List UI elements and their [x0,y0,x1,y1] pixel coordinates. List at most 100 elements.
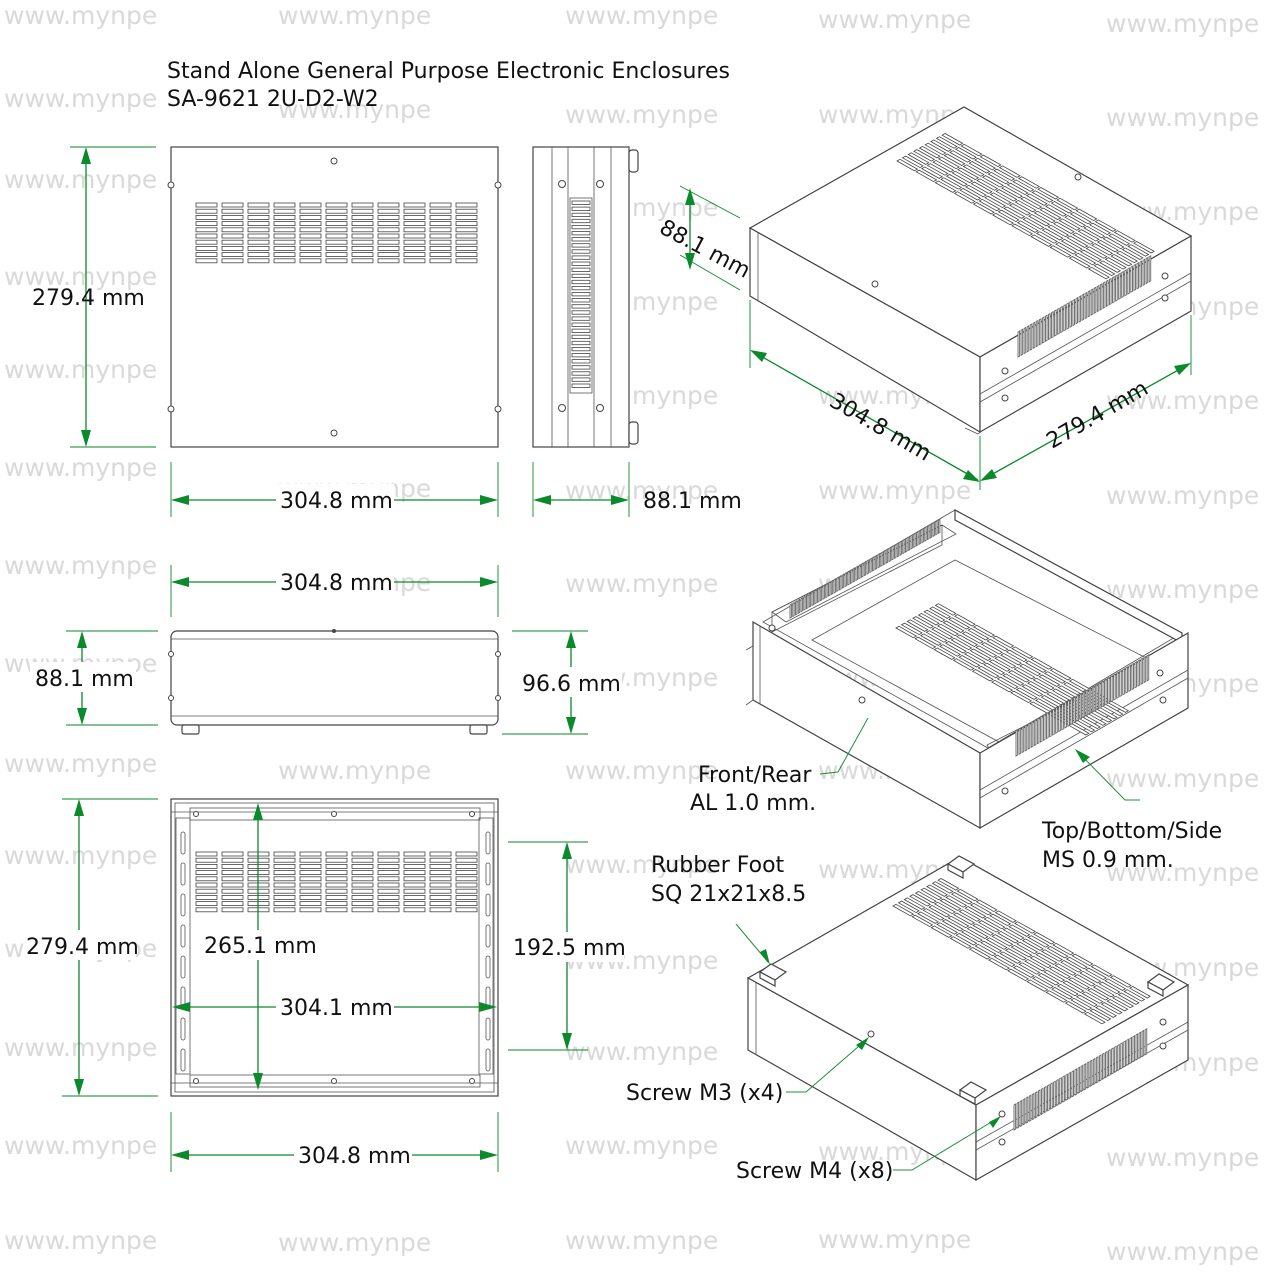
vent-slot [899,540,902,556]
vent-slot [995,189,1018,202]
vent-slot [806,593,809,610]
bottom-side-vent-slots [1013,1027,1148,1131]
vent-slot [351,901,374,906]
vent-slot [299,895,322,900]
vent-slot [956,634,979,647]
vent-slot [195,252,218,258]
vent-slot [932,159,955,173]
vent-slot [957,167,980,180]
vent-slot [571,261,591,266]
vent-slot [950,637,973,651]
vent-slot [1000,652,1023,666]
watermark-text: www.mynpe [1106,103,1259,132]
vent-slot [429,901,452,906]
vent-slot [987,957,1011,971]
vent-slot [377,864,400,869]
vent-slot [917,612,940,626]
vent-slot [377,907,400,913]
vent-slot [1013,666,1036,680]
vent-slot [403,252,426,258]
vent-slot [960,143,983,157]
rail-slot [180,862,186,886]
vent-slot [1135,1033,1139,1061]
vent-slot [1098,1054,1102,1082]
vent-slot [351,876,374,882]
vent-slot [1146,653,1150,682]
vent-slot [1093,263,1116,277]
vent-slot [905,537,908,553]
vent-slot [950,892,973,905]
vent-slot [920,166,944,179]
vent-slot [1012,179,1035,192]
vent-slot [403,258,426,264]
vent-slot [429,214,452,220]
vent-slot [571,359,591,364]
vent-slot [977,665,1000,679]
callout-top-bottom: Top/Bottom/Side MS 0.9 mm. [1041,749,1222,873]
vent-slot [811,590,814,607]
vent-slot [990,679,1014,693]
vent-slot [1072,232,1095,245]
vent-slot [1054,309,1057,337]
vent-slot [907,152,930,165]
vent-slot [992,635,1015,649]
side-view-depth-label: 88.1 mm [643,489,742,514]
callout-rubber-foot: Rubber Foot SQ 21x21x8.5 [651,853,806,965]
vent-slot [1041,228,1064,241]
vent-slot [1043,969,1066,983]
vent-slot [325,245,348,251]
vent-slot [571,200,591,205]
vent-slot [984,195,1007,209]
vent-slot [931,626,954,640]
vent-slot [986,638,1009,652]
vent-slot [1037,187,1060,200]
vent-slot [455,864,478,869]
vent-slot [973,157,997,171]
vent-slot [1085,246,1108,259]
vent-slot [221,214,244,220]
vent-slot [894,543,897,560]
vent-slot [571,237,591,242]
vent-slot [922,908,945,921]
vent-slot [1087,988,1110,1001]
vent-slot [934,603,957,616]
vent-slot [921,527,924,544]
model-number: SA-9621 2U-D2-W2 [167,87,379,112]
vent-slot [273,227,296,233]
watermark-text: www.mynpe [4,841,157,870]
isometric-open-chassis [745,508,1189,830]
vent-slot [1130,265,1133,294]
front-view [168,629,501,735]
vent-slot [221,888,244,894]
vent-slot [429,864,452,869]
isometric-bottom-view [746,855,1190,1182]
vent-slot [1112,275,1115,304]
vent-slot [455,214,478,220]
vent-slot [1034,1090,1038,1119]
vent-slot [1033,718,1037,747]
vent-slot [273,851,296,857]
vent-slot [571,279,591,285]
vent-slot [1068,977,1091,990]
vent-slot [960,929,983,943]
vent-slot [983,916,1006,930]
vent-slot [880,551,883,567]
callout-screw-m4: Screw M4 (x8) [736,1116,1001,1184]
vent-slot [1071,1069,1075,1098]
vent-slot [1105,279,1109,308]
vent-slot [830,579,834,596]
vent-slot [947,915,970,929]
vent-slot [1027,722,1031,750]
vent-slot [247,252,270,258]
vent-slot [1029,955,1052,969]
vent-slot [981,175,1004,188]
vent-slot [273,876,296,882]
vent-slot [988,659,1011,672]
vent-slot [1145,256,1149,285]
vent-slot [247,233,270,239]
vent-slot [351,221,374,227]
vent-slot [403,901,426,906]
vent-slot [195,208,218,214]
vent-slot [980,940,1003,954]
vent-slot [455,857,478,863]
